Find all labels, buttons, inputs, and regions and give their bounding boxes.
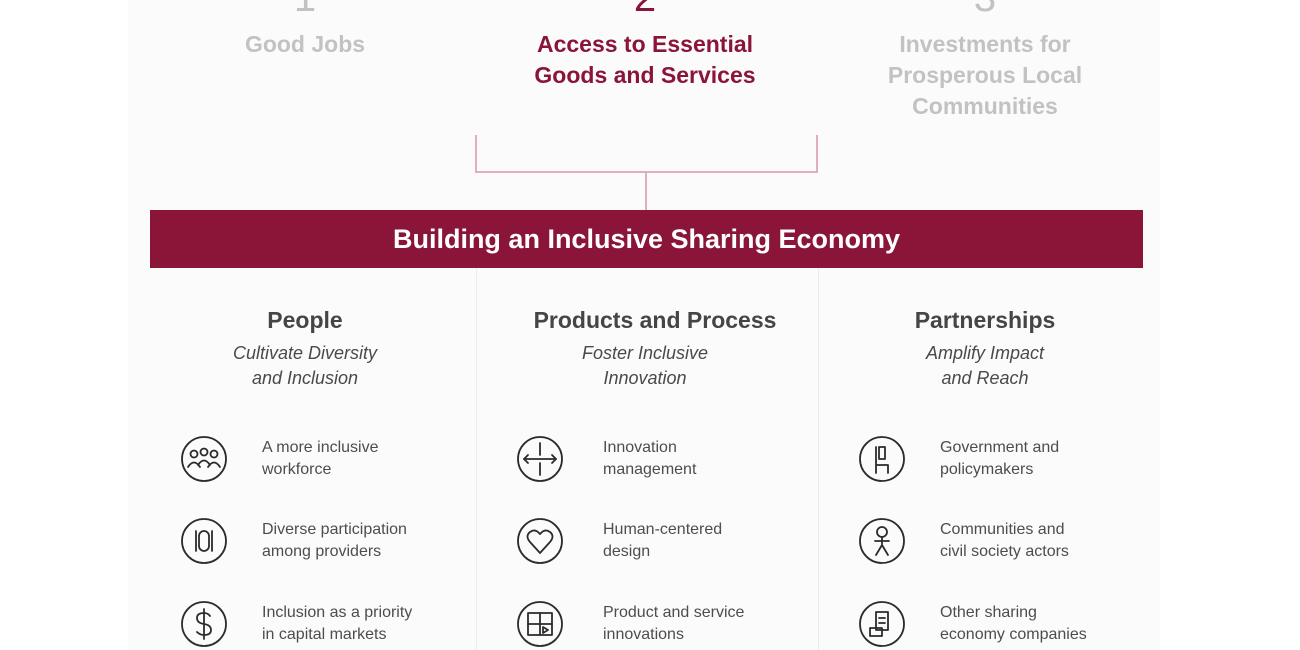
product-box-icon	[517, 601, 563, 647]
column-title: Products and Process	[533, 307, 777, 333]
subtitle-line: Amplify Impact	[925, 343, 1045, 363]
pillar-label: Access to Essential Goods and Services	[495, 29, 795, 91]
item-line: among providers	[262, 543, 382, 560]
item-line: workforce	[262, 461, 332, 478]
item-line: civil society actors	[940, 543, 1069, 560]
bracket-right	[816, 135, 818, 173]
pillar-label-line: Prosperous Local	[887, 62, 1083, 88]
subtitle-line: Innovation	[603, 368, 687, 388]
community-person-icon	[859, 518, 905, 564]
item-line: A more inclusive	[262, 439, 379, 456]
pillar-label: Good Jobs	[190, 29, 420, 60]
list-item: Other sharing economy companies	[940, 602, 1150, 646]
item-line: design	[603, 543, 651, 560]
column-divider	[818, 268, 819, 650]
pillar-label-line: Goods and Services	[534, 62, 756, 88]
list-item: Diverse participation among providers	[262, 519, 472, 563]
item-line: economy companies	[940, 626, 1087, 643]
item-line: Human-centered	[603, 521, 723, 538]
subtitle-line: Foster Inclusive	[581, 343, 709, 363]
bracket-stem	[645, 171, 647, 210]
pillar-label-line: Communities	[912, 93, 1058, 119]
item-line: innovations	[603, 626, 684, 643]
government-icon	[859, 436, 905, 482]
list-item: Communities and civil society actors	[940, 519, 1150, 563]
pillar-number: 3	[855, 0, 1115, 18]
column-title: People	[267, 307, 343, 333]
dollar-icon	[181, 601, 227, 647]
item-line: Other sharing	[940, 604, 1037, 621]
pillar-number: 1	[190, 0, 420, 18]
companies-document-icon	[859, 601, 905, 647]
item-line: Government and	[940, 439, 1060, 456]
pillar-label: Investments for Prosperous Local Communi…	[855, 29, 1115, 122]
item-line: Product and service	[603, 604, 745, 621]
banner-title: Building an Inclusive Sharing Economy	[150, 210, 1143, 268]
column-divider	[476, 268, 477, 650]
item-line: Communities and	[940, 521, 1065, 538]
subtitle-line: and Reach	[941, 368, 1029, 388]
people-group-icon	[181, 436, 227, 482]
pillar-label-line: Investments for	[899, 31, 1071, 57]
list-item: Product and service innovations	[603, 602, 813, 646]
pillar-label-line: Good Jobs	[244, 31, 366, 57]
column-title: Partnerships	[914, 307, 1056, 333]
column-subtitle: Foster Inclusive Innovation	[495, 341, 795, 391]
subtitle-line: Cultivate Diversity	[232, 343, 378, 363]
item-line: Innovation	[603, 439, 677, 456]
diverse-participation-icon	[181, 518, 227, 564]
column-subtitle: Cultivate Diversity and Inclusion	[175, 341, 435, 391]
list-item: Government and policymakers	[940, 437, 1150, 481]
item-line: policymakers	[940, 461, 1034, 478]
column-subtitle: Amplify Impact and Reach	[855, 341, 1115, 391]
page-background	[128, 0, 1160, 650]
list-item: Human-centered design	[603, 519, 813, 563]
list-item: A more inclusive workforce	[262, 437, 472, 481]
heart-icon	[517, 518, 563, 564]
item-line: management	[603, 461, 697, 478]
subtitle-line: and Inclusion	[251, 368, 359, 388]
list-item: Inclusion as a priority in capital marke…	[262, 602, 472, 646]
pillar-label-line: Access to Essential	[536, 31, 754, 57]
pillar-number: 2	[495, 0, 795, 18]
item-line: in capital markets	[262, 626, 387, 643]
bracket-left	[475, 135, 477, 173]
innovation-arrows-icon	[517, 436, 563, 482]
item-line: Inclusion as a priority	[262, 604, 413, 621]
item-line: Diverse participation	[262, 521, 407, 538]
list-item: Innovation management	[603, 437, 813, 481]
